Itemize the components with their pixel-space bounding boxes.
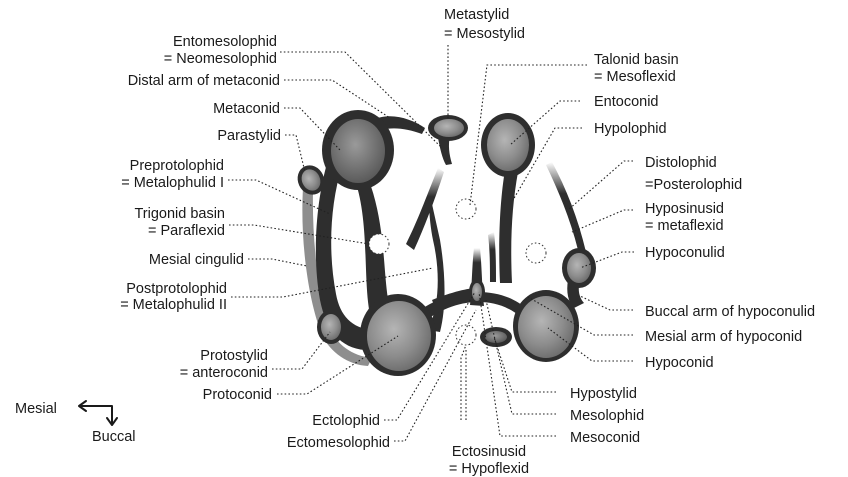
- talonid-crest: [488, 232, 496, 282]
- label-metastylid-2: = Mesostylid: [444, 26, 525, 42]
- label-hyposinusid-2: = metaflexid: [645, 218, 724, 234]
- label-mesial-arm-hypoconid: Mesial arm of hypoconid: [645, 329, 802, 345]
- label-preprotolophid: Preprotolophid: [130, 158, 224, 174]
- label-distolophid-2: =Posterolophid: [645, 177, 742, 193]
- label-talonid-basin: Talonid basin: [594, 52, 679, 68]
- label-ectosinusid-2: = Hypoflexid: [449, 461, 529, 477]
- label-hypoconulid: Hypoconulid: [645, 245, 725, 261]
- label-entoconid: Entoconid: [594, 94, 659, 110]
- label-postprotolophid-2: = Metalophulid II: [120, 297, 227, 313]
- entoconid-cusp-core: [487, 119, 529, 171]
- label-ectolophid: Ectolophid: [312, 413, 380, 429]
- label-buccal-arm-hypoconulid: Buccal arm of hypoconulid: [645, 304, 815, 320]
- label-hypostylid: Hypostylid: [570, 386, 637, 402]
- protostylid-cusp-core: [321, 314, 341, 340]
- hypoconid-cusp-core: [518, 296, 574, 358]
- hyposinusid-marker: [526, 243, 546, 263]
- label-distolophid: Distolophid: [645, 155, 717, 171]
- label-protostylid: Protostylid: [200, 348, 268, 364]
- label-parastylid: Parastylid: [217, 128, 281, 144]
- label-entomesolophid: Entomesolophid: [173, 34, 277, 50]
- label-metaconid: Metaconid: [213, 101, 280, 117]
- ectosinusid-marker: [456, 325, 476, 345]
- metastylid-cusp-core: [434, 119, 464, 137]
- orientation-arrows-icon: [79, 401, 117, 425]
- label-mesial-cingulid: Mesial cingulid: [149, 252, 244, 268]
- label-trigonid-basin-2: = Paraflexid: [148, 223, 225, 239]
- talonid-basin-marker: [456, 199, 476, 219]
- label-talonid-basin-2: = Mesoflexid: [594, 69, 676, 85]
- distolophid-crest: [546, 162, 586, 252]
- label-mesolophid: Mesolophid: [570, 408, 644, 424]
- mesoconid-cusp-core: [472, 283, 482, 301]
- orientation-buccal-label: Buccal: [92, 429, 136, 445]
- label-hypoconid: Hypoconid: [645, 355, 714, 371]
- orientation-mesial-label: Mesial: [15, 401, 57, 417]
- labels: Entomesolophid = Neomesolophid Distal ar…: [120, 7, 815, 477]
- label-distal-arm-metaconid: Distal arm of metaconid: [128, 73, 280, 89]
- leader-lines: [228, 45, 634, 441]
- label-protoconid: Protoconid: [203, 387, 272, 403]
- protoconid-cusp-core: [367, 301, 431, 371]
- label-protostylid-2: = anteroconid: [180, 365, 268, 381]
- metaconid-cusp-core: [331, 119, 385, 183]
- hypostylid-cusp-core: [485, 331, 507, 343]
- label-ectomesolophid: Ectomesolophid: [287, 435, 390, 451]
- label-preprotolophid-2: = Metalophulid I: [121, 175, 224, 191]
- label-entomesolophid-2: = Neomesolophid: [164, 51, 277, 67]
- orientation-indicator: Mesial Buccal: [15, 401, 136, 445]
- label-hyposinusid: Hyposinusid: [645, 201, 724, 217]
- label-trigonid-basin: Trigonid basin: [134, 206, 225, 222]
- label-metastylid: Metastylid: [444, 7, 509, 23]
- hypoconulid-cusp-core: [567, 253, 591, 283]
- label-mesoconid: Mesoconid: [570, 430, 640, 446]
- hypolophid-crest: [499, 170, 518, 283]
- trigonid-basin-marker: [369, 234, 389, 254]
- label-postprotolophid: Postprotolophid: [126, 281, 227, 297]
- label-hypolophid: Hypolophid: [594, 121, 667, 137]
- label-ectosinusid: Ectosinusid: [452, 444, 526, 460]
